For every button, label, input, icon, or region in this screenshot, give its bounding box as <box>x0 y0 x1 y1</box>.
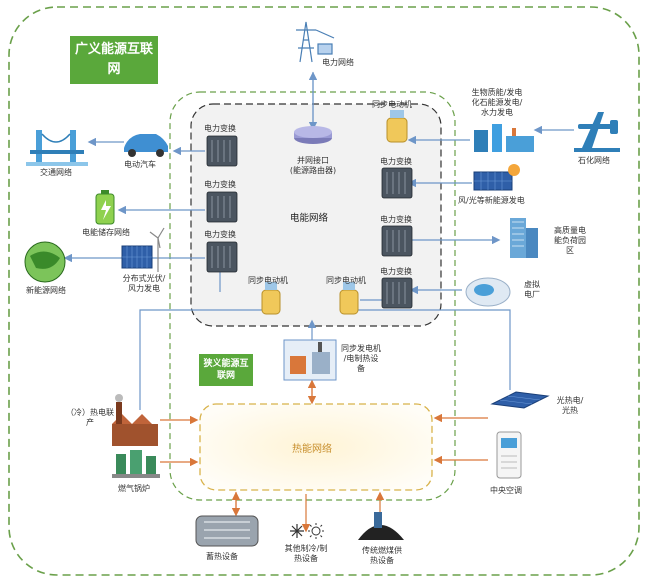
sync-motor-left-label: 同步电动机 <box>248 276 288 285</box>
distributed-label: 分布式光伏/ 风力发电 <box>122 274 166 293</box>
gas-boiler-label: 燃气锅炉 <box>118 484 150 493</box>
power-connections <box>63 71 574 410</box>
virtual-plant-icon <box>465 277 511 307</box>
power-plant-icon <box>474 124 534 152</box>
power-network-label: 电力网络 <box>322 58 354 67</box>
transformer-icons <box>206 135 413 309</box>
transform-label-r1: 电力变换 <box>380 157 412 166</box>
air-conditioner-icon <box>496 431 522 479</box>
thermal-title: 热能网络 <box>292 444 332 455</box>
transform-label-1: 电力变换 <box>204 124 236 133</box>
coal-label: 传统燃煤供 热设备 <box>362 546 402 565</box>
solar-thermal-label: 光热电/ 光热 <box>556 396 584 415</box>
power-tower-icon <box>296 21 335 63</box>
other-heat-label: 其他制冷/制 热设备 <box>284 544 328 563</box>
broad-title-box: 广义能源互联 网 <box>70 36 158 84</box>
high-load-label: 高质量电 能负荷园 区 <box>554 226 586 255</box>
biomass-label: 生物质能/发电 化石能源发电/ 水力发电 <box>471 88 523 117</box>
sync-generator-label: 同步发电机 /电制热设 备 <box>341 344 381 373</box>
sync-motor-icons <box>261 110 408 315</box>
battery-icon <box>95 190 115 225</box>
router-label: 并网接口 (能源路由器) <box>289 156 337 175</box>
sync-motor-right-label: 同步电动机 <box>326 276 366 285</box>
chp-factory-icon <box>112 394 158 446</box>
transformer-fins <box>211 140 406 304</box>
solar-thermal-icon <box>490 391 550 409</box>
globe-icon <box>24 241 66 283</box>
solar-wind-icon <box>121 227 165 272</box>
broad-boundary <box>8 6 640 576</box>
building-icon <box>510 218 538 258</box>
narrow-title-box: 狭义能源互 联网 <box>199 354 253 386</box>
gas-boiler-icon <box>112 450 160 478</box>
transform-label-2: 电力变换 <box>204 180 236 189</box>
storage-label: 电能储存网络 <box>82 228 130 237</box>
sync-generator-icon <box>283 339 337 381</box>
chp-label: （冷）热电联 产 <box>66 408 114 427</box>
solar-panel-icon <box>473 164 520 191</box>
central-ac-label: 中央空调 <box>490 486 522 495</box>
transform-label-r3: 电力变换 <box>380 267 412 276</box>
coal-heating-icon <box>358 512 404 540</box>
heat-connections <box>160 379 488 533</box>
new-energy-label: 新能源网络 <box>26 286 66 295</box>
traffic-label: 交通网络 <box>40 168 72 177</box>
router-icon <box>294 126 332 144</box>
power-grid-title: 电能网络 <box>290 213 329 224</box>
transform-label-3: 电力变换 <box>204 230 236 239</box>
transform-label-r2: 电力变换 <box>380 215 412 224</box>
heat-storage-icon <box>195 515 259 547</box>
petro-label: 石化网络 <box>578 156 610 165</box>
wind-solar-label: 风/光等新能源发电 <box>458 196 525 205</box>
snowflake-sun-icon <box>290 523 324 539</box>
heat-storage-label: 蓄热设备 <box>206 552 238 561</box>
electric-car-icon <box>124 134 168 157</box>
ev-label: 电动汽车 <box>124 160 156 169</box>
virtual-plant-label: 虚拟 电厂 <box>524 280 540 299</box>
sync-motor-top-label: 同步电动机 <box>372 100 412 109</box>
oil-pump-icon <box>574 112 620 152</box>
bridge-icon <box>26 130 88 166</box>
